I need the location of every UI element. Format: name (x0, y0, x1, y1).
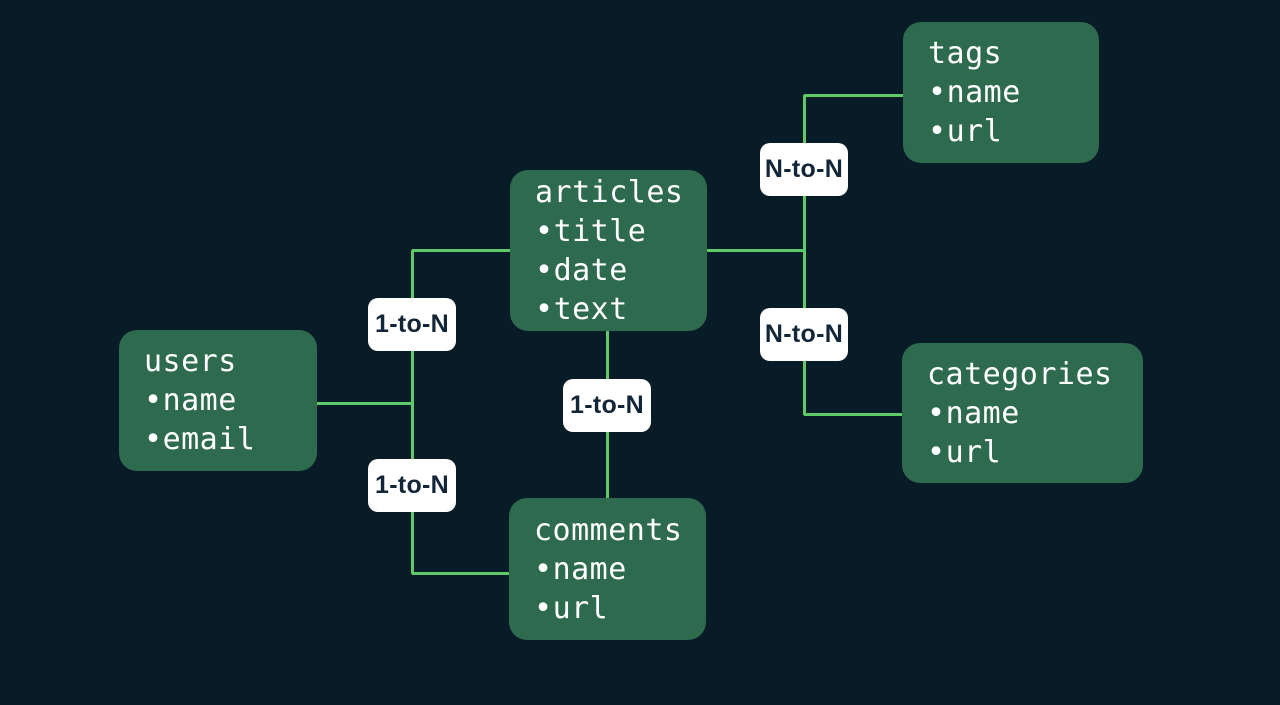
entity-attribute-row: •name (144, 381, 317, 420)
entity-users: users•name•email (119, 330, 317, 471)
entity-title-tags: tags (928, 36, 1003, 71)
entity-attribute-row: •url (928, 112, 1099, 151)
entity-attribute-row: •date (535, 251, 707, 290)
entity-comments: comments•name•url (509, 498, 706, 640)
relationship-label-articles-categories: N-to-N (760, 308, 848, 361)
entity-attribute-row: •url (534, 589, 706, 628)
entity-title-categories: categories (927, 356, 1113, 392)
attribute-name: name (946, 75, 1021, 110)
entity-title-articles: articles (535, 174, 684, 210)
entity-tags: tags•name•url (903, 22, 1099, 163)
entity-attribute-row: •name (534, 550, 706, 589)
relationship-label-users-comments: 1-to-N (368, 459, 456, 512)
entity-attribute-row: •title (535, 212, 707, 251)
connector-left-vertical (411, 250, 414, 574)
bullet-icon: • (927, 434, 946, 470)
connector-articles-left-horizontal (412, 249, 510, 252)
attribute-name: text (553, 291, 628, 327)
connector-categories-branch-horizontal (804, 413, 902, 416)
entity-attribute-row: •email (144, 420, 317, 459)
entity-attribute-row: •text (535, 290, 707, 329)
relationship-label-articles-tags: N-to-N (760, 143, 848, 196)
attribute-name: name (162, 383, 237, 418)
bullet-icon: • (534, 590, 553, 626)
bullet-icon: • (144, 383, 163, 418)
entity-attribute-row: •name (927, 394, 1143, 433)
bullet-icon: • (535, 291, 554, 327)
attribute-name: url (946, 114, 1003, 149)
connector-tags-branch-horizontal (804, 94, 903, 97)
bullet-icon: • (928, 114, 947, 149)
entity-title-users: users (144, 344, 237, 379)
attribute-name: email (162, 422, 256, 457)
attribute-name: name (552, 551, 627, 587)
entity-attribute-row: •url (927, 433, 1143, 472)
bullet-icon: • (927, 395, 946, 431)
bullet-icon: • (535, 252, 554, 288)
bullet-icon: • (144, 422, 163, 457)
attribute-name: title (553, 213, 647, 249)
entity-attribute-row: •name (928, 73, 1099, 112)
connector-comments-branch-horizontal (412, 572, 509, 575)
bullet-icon: • (535, 213, 554, 249)
attribute-name: date (553, 252, 628, 288)
entity-title-comments: comments (534, 512, 683, 548)
bullet-icon: • (534, 551, 553, 587)
connector-right-vertical (803, 95, 806, 415)
attribute-name: url (945, 434, 1002, 470)
connector-articles-right-horizontal (707, 249, 804, 252)
connector-users-branch-horizontal (317, 402, 412, 405)
attribute-name: url (552, 590, 609, 626)
relationship-label-users-articles: 1-to-N (368, 298, 456, 351)
entity-categories: categories•name•url (902, 343, 1143, 483)
bullet-icon: • (928, 75, 947, 110)
entity-articles: articles•title•date•text (510, 170, 707, 331)
relationship-label-articles-comments: 1-to-N (563, 379, 651, 432)
attribute-name: name (945, 395, 1020, 431)
